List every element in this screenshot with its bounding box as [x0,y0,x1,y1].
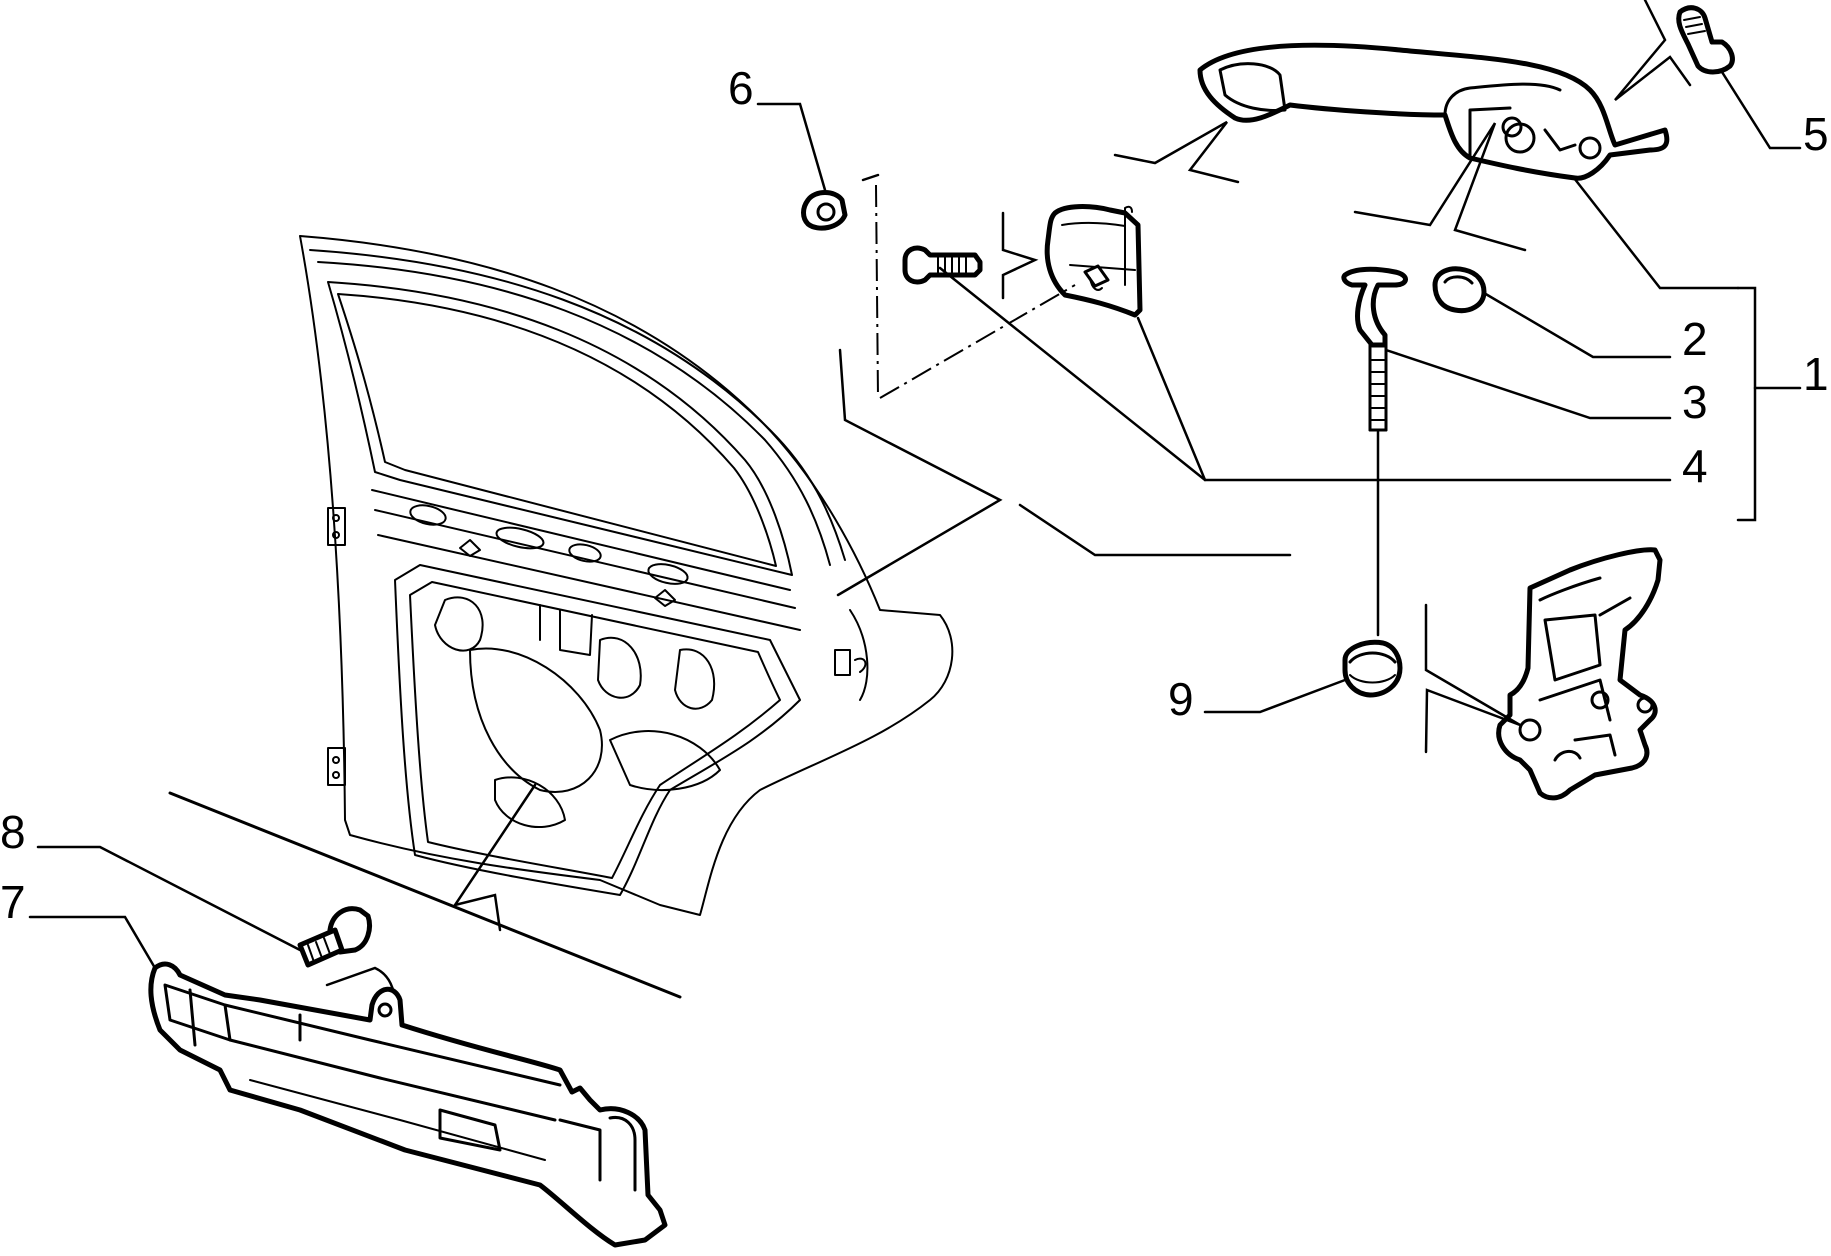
handle-leader-right [1353,122,1527,252]
door-leader-bottom [452,783,537,932]
callout-5-leader [1720,70,1802,150]
part-9-grommet [1342,639,1403,698]
part-6-axis-line [875,184,879,399]
callout-label-9: 9 [1168,673,1194,725]
callout-label-7: 7 [0,876,26,928]
part-4-axis-line [879,284,1076,399]
part-4-zigzag [1001,211,1039,300]
part-5-screw [1676,5,1735,75]
callout-label-8: 8 [0,806,26,858]
callout-6-leader [756,102,827,192]
callout-4-leader-b [1136,316,1207,482]
part-7-reinforcement-rail [148,961,668,1248]
lock-leader [1424,603,1521,754]
callout-8-leader [36,845,302,952]
part-2-grommet [1432,266,1487,314]
part-4-small-bolt [1083,264,1110,291]
part-8-bolt [297,906,372,968]
outer-door-handle [1197,42,1670,181]
door-lock-latch [1496,547,1663,801]
callout-1-bracket [1736,286,1757,522]
part-6-nut [801,190,848,231]
callout-7-leader [28,915,157,970]
handle-leader-left [1113,120,1240,184]
callout-label-1: 1 [1803,348,1829,400]
sill-line [168,791,682,999]
door-shell [299,235,954,916]
handle-leader-top [1614,0,1692,101]
part-3-rod [1341,266,1408,432]
part-4-bracket [1044,204,1143,318]
callout-label-6: 6 [728,62,754,114]
callout-3-leader [1384,348,1672,420]
callout-1-bracket-top [1572,176,1740,290]
callout-2-leader [1482,291,1672,359]
door-leader-top-ext [1018,503,1292,557]
callout-label-4: 4 [1682,440,1708,492]
callout-label-2: 2 [1682,313,1708,365]
part-4-screw [902,245,983,285]
callout-label-5: 5 [1803,108,1829,160]
part-6-leader-line [861,173,880,182]
callout-9-leader [1203,678,1347,714]
callout-label-3: 3 [1682,376,1708,428]
door-leader-top [836,348,1003,597]
